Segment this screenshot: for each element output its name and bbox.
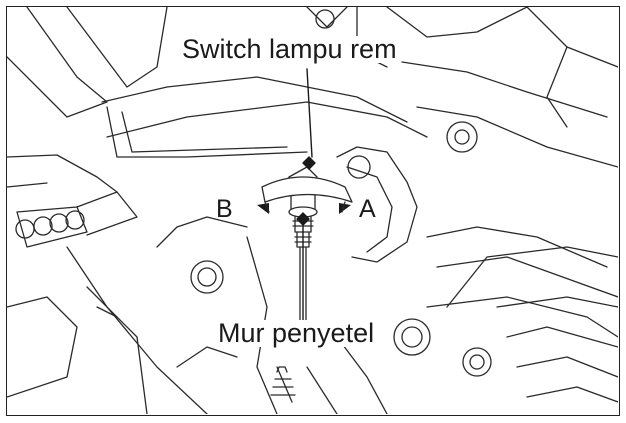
adjusting-nut-label: Mur penyetel <box>215 320 377 347</box>
upper-frame-drawing <box>7 7 618 167</box>
direction-b-label: B <box>213 197 236 222</box>
brake-switch-assembly <box>271 167 317 402</box>
lower-body-drawing <box>7 217 277 414</box>
direction-a-label: A <box>356 197 379 222</box>
brake-light-switch-label: Switch lampu rem <box>179 36 400 63</box>
right-side-drawing <box>307 122 618 414</box>
motorcycle-brake-switch-diagram: Switch lampu rem Mur penyetel B A <box>6 6 620 416</box>
left-footpeg-drawing <box>7 155 137 247</box>
